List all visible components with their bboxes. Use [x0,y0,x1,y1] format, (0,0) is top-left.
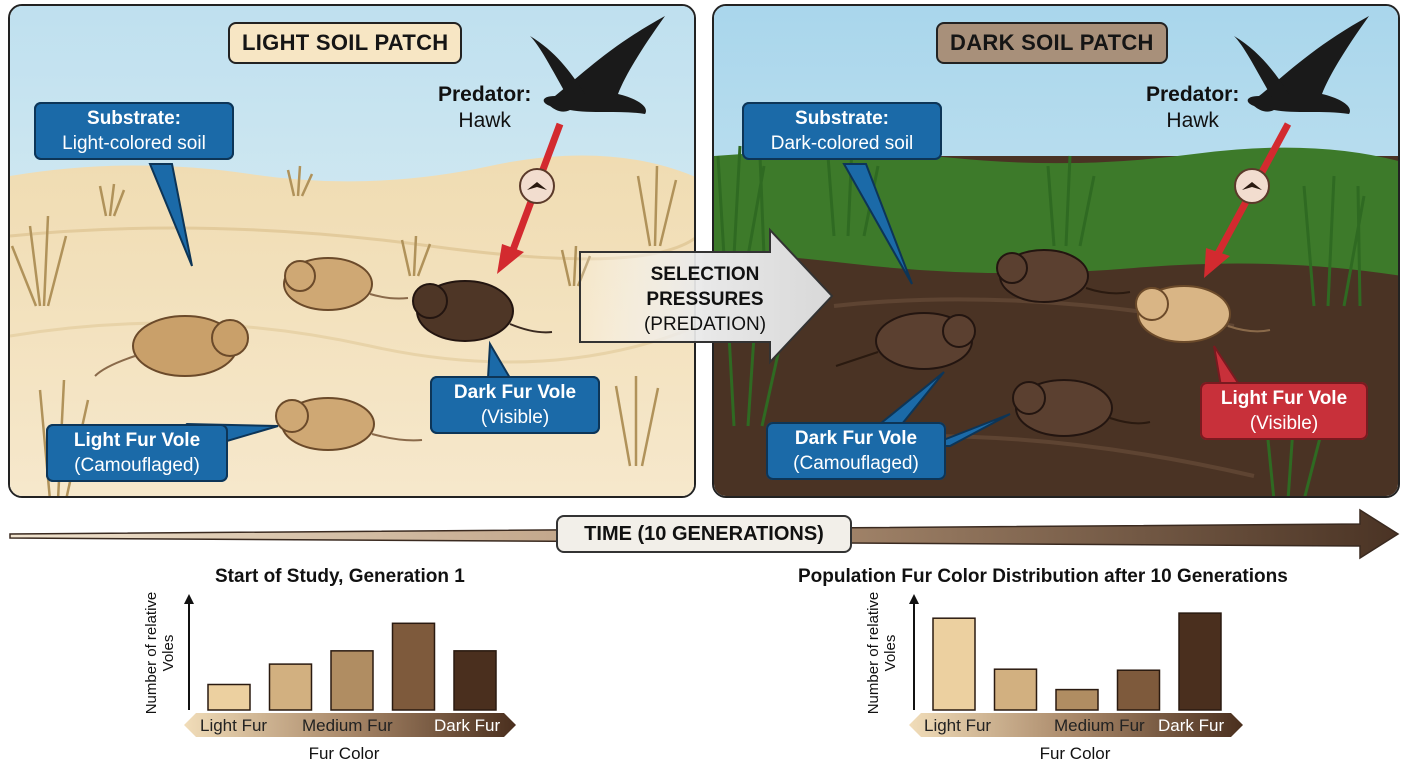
light-vole-name: Light Fur Vole [73,430,201,451]
selection-line2: PRESSURES [646,289,764,310]
substrate-callout-tail [148,163,193,267]
bar-3 [1055,688,1099,711]
bar-1 [207,683,251,711]
chart2 [909,594,1243,737]
dark-vole-state-right: (Camouflaged) [793,453,919,474]
dark-vole-3 [1012,379,1151,437]
selection-line1: SELECTION [650,264,760,285]
chart1-tick-light: Light Fur [200,716,268,735]
predation-arrow-right [1204,122,1292,278]
selection-line3: (PREDATION) [643,314,767,335]
substrate-heading: Substrate: [87,108,181,129]
substrate-value-right: Dark-colored soil [770,133,914,154]
y-axis-arrowhead [184,594,194,604]
light-vole-callout-right: Light Fur Vole (Visible) [1200,382,1368,440]
bar-3 [330,650,374,711]
light-vole-state-right: (Visible) [1249,413,1319,434]
light-vole-2 [283,257,409,311]
dark-vole-name: Dark Fur Vole [453,382,577,403]
predator-heading: Predator: [438,83,532,106]
bar-5 [1178,612,1222,711]
fur-color-scale-band [909,713,1243,737]
selection-pressure-label: SELECTION PRESSURES (PREDATION) [598,262,812,337]
chart1-x-axis-label: Fur Color [308,744,380,763]
dark-soil-panel: DARK SOIL PATCH Predator: Hawk Substrate… [712,4,1400,498]
chart2-title: Population Fur Color Distribution after … [798,566,1288,587]
bar-4 [391,622,436,711]
chart2-tick-dark: Dark Fur [1158,716,1225,735]
predator-heading-right: Predator: [1146,83,1240,106]
predator-name-right: Hawk [1166,109,1219,132]
light-vole-1 [94,315,249,377]
dark-vole-callout-right: Dark Fur Vole (Camouflaged) [766,422,946,480]
dry-grass [10,165,678,496]
chart1-title: Start of Study, Generation 1 [215,566,465,587]
chart1 [184,594,516,737]
dark-vole-2 [835,312,976,370]
selection-pressure-arrow [579,227,834,365]
light-vole-state: (Camouflaged) [74,455,200,476]
time-label: TIME (10 GENERATIONS) [556,515,852,553]
substrate-callout-tail-right [842,163,913,285]
bar-2 [993,668,1038,711]
bar-2 [268,663,313,711]
chart2-tick-medium: Medium Fur [1054,716,1145,735]
chart1-tick-dark: Dark Fur [434,716,501,735]
dark-vole-name-right: Dark Fur Vole [794,428,918,449]
hawk-silhouette-right [1234,16,1369,114]
light-vole-visible [1135,285,1271,343]
fur-color-scale-band [184,713,516,737]
dark-vole-1 [996,249,1131,303]
predation-arrow [497,122,564,274]
predator-label: Predator: Hawk [438,82,531,134]
hawk-silhouette [530,16,665,114]
dark-vole-callout: Dark Fur Vole (Visible) [430,376,600,434]
predator-label-right: Predator: Hawk [1146,82,1239,134]
light-vole-callout: Light Fur Vole (Camouflaged) [46,424,228,482]
chart2-x-axis-label: Fur Color [1039,744,1111,763]
substrate-heading-right: Substrate: [795,108,889,129]
bar-1 [932,617,976,711]
substrate-callout: Substrate: Light-colored soil [34,102,234,160]
dark-soil-title: DARK SOIL PATCH [936,22,1168,64]
dark-vole-visible [412,280,553,342]
bar-4 [1116,669,1161,711]
substrate-callout-right: Substrate: Dark-colored soil [742,102,942,160]
light-vole-name-right: Light Fur Vole [1220,388,1348,409]
light-vole-3 [275,397,423,451]
y-axis-arrowhead [909,594,919,604]
dark-vole-state: (Visible) [480,407,550,428]
chart2-tick-light: Light Fur [924,716,992,735]
light-soil-title: LIGHT SOIL PATCH [228,22,463,64]
bar-5 [453,650,497,711]
chart1-tick-medium: Medium Fur [302,716,393,735]
substrate-value: Light-colored soil [62,133,206,154]
predator-name: Hawk [458,109,511,132]
light-soil-panel: LIGHT SOIL PATCH Predator: Hawk Substrat… [8,4,696,498]
